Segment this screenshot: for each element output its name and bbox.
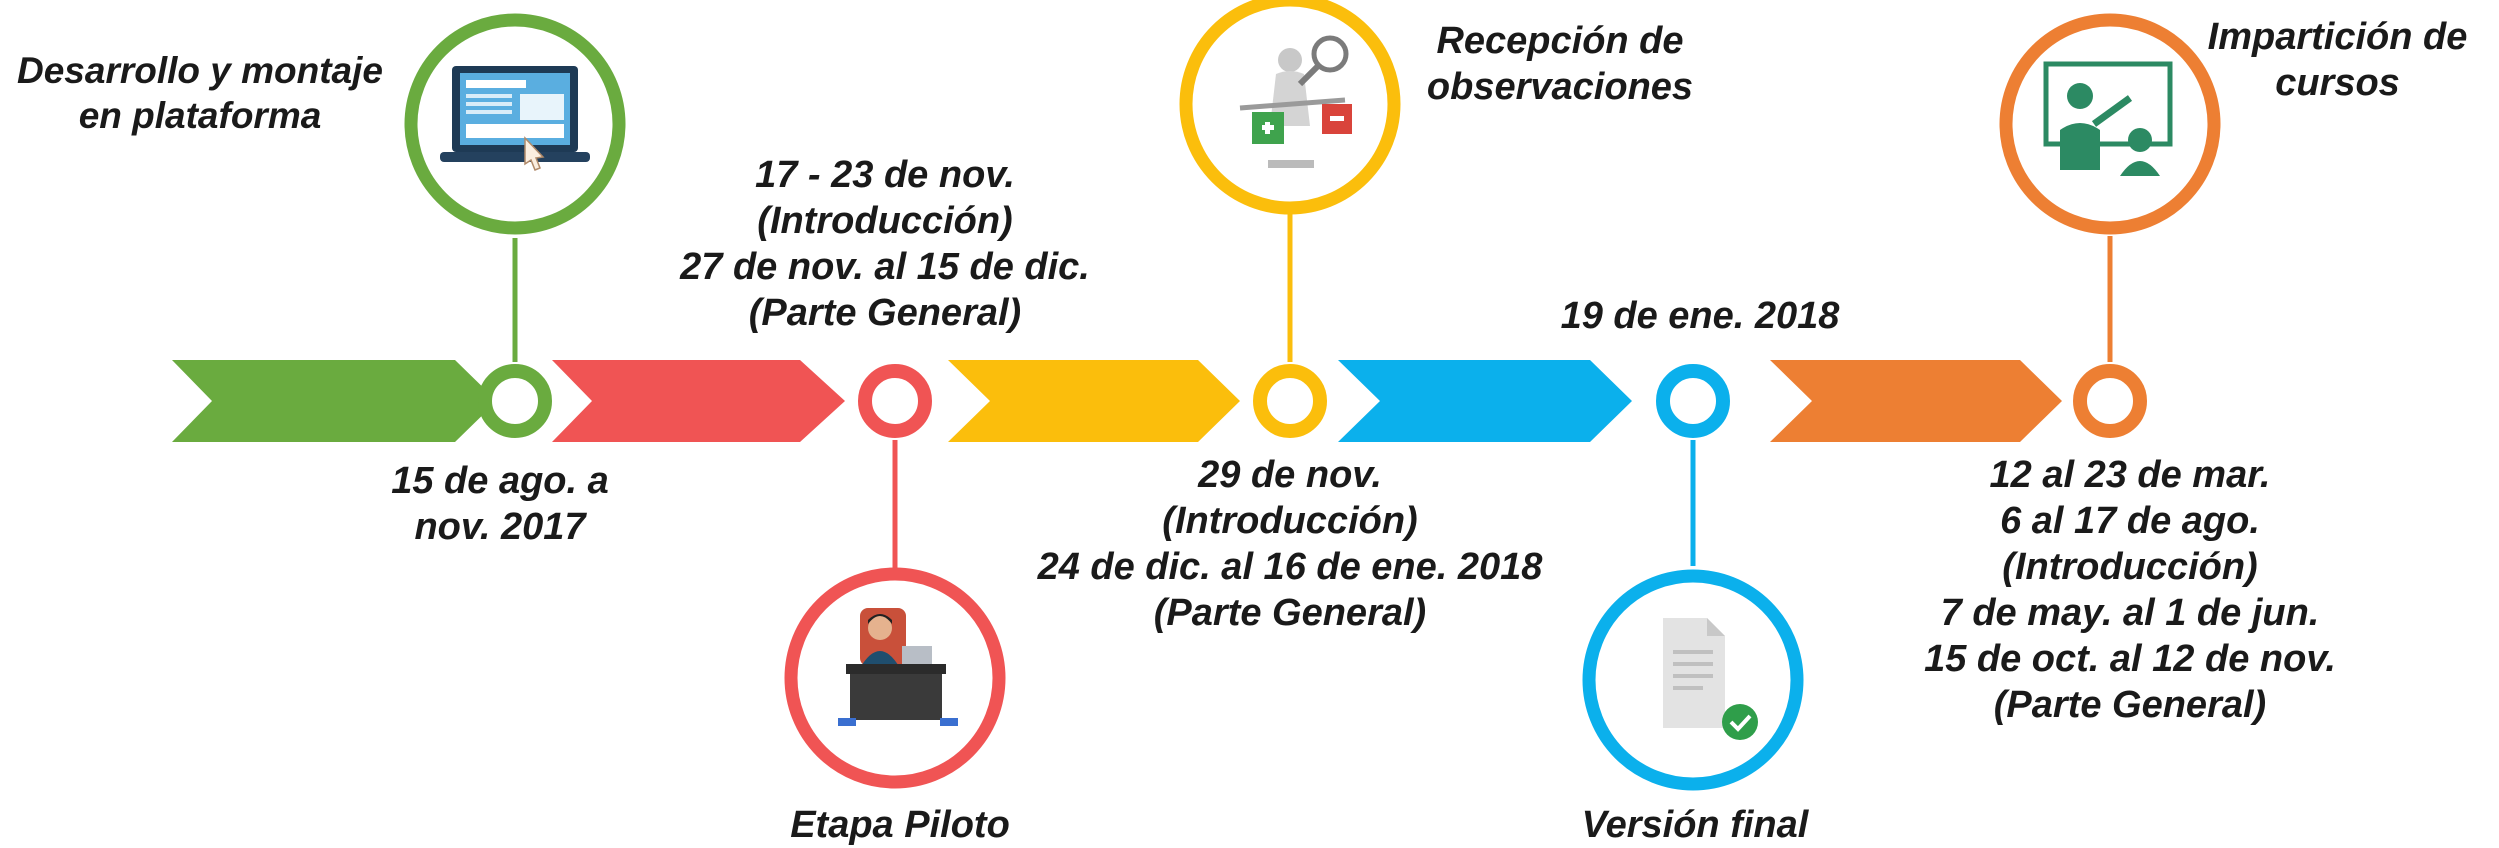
title-line: cursos xyxy=(2275,62,2400,104)
date-line: 15 de oct. al 12 de nov. xyxy=(1924,638,2336,680)
stage-dates: 17 - 23 de nov. (Introducción) 27 de nov… xyxy=(620,152,1150,336)
date-line: 6 al 17 de ago. xyxy=(2000,500,2260,542)
computer-screen-icon xyxy=(440,66,590,171)
title-line: Desarrollo y montaje xyxy=(16,50,383,91)
node-orange xyxy=(2073,364,2147,438)
title-line: Etapa Piloto xyxy=(790,804,1010,846)
date-line: (Introducción) xyxy=(1162,500,1418,542)
approved-document-icon xyxy=(1663,618,1758,740)
stage-title: Etapa Piloto xyxy=(700,802,1100,848)
teacher-board-icon xyxy=(2043,61,2173,176)
title-line: observaciones xyxy=(1426,66,1694,108)
date-line: 29 de nov. xyxy=(1198,454,1382,496)
date-line: (Introducción) xyxy=(2002,546,2258,588)
date-line: (Introducción) xyxy=(757,200,1013,242)
stage-dates: 19 de ene. 2018 xyxy=(1500,293,1900,339)
node-yellow xyxy=(1253,364,1327,438)
stage-title: Desarrollo y montaje en plataforma xyxy=(5,48,395,138)
arrow-blue xyxy=(1338,360,1632,442)
date-line: (Parte General) xyxy=(748,292,1022,334)
stage-title: Versión final xyxy=(1500,802,1890,848)
arrow-green xyxy=(172,360,497,442)
date-line: 24 de dic. al 16 de ene. 2018 xyxy=(1037,546,1543,588)
stage-dates: 29 de nov. (Introducción) 24 de dic. al … xyxy=(1010,452,1570,636)
title-line: Versión final xyxy=(1581,804,1809,846)
stage-dates: 12 al 23 de mar. 6 al 17 de ago. (Introd… xyxy=(1900,452,2360,728)
date-line: (Parte General) xyxy=(1153,592,1427,634)
node-red xyxy=(858,364,932,438)
arrow-red xyxy=(552,360,845,442)
date-line: 15 de ago. a xyxy=(391,460,609,502)
stage-dates: 15 de ago. a nov. 2017 xyxy=(320,458,680,550)
date-line: 7 de may. al 1 de jun. xyxy=(1940,592,2320,634)
date-line: 17 - 23 de nov. xyxy=(755,154,1015,196)
date-line: 12 al 23 de mar. xyxy=(1989,454,2271,496)
magnifier-pros-cons-icon xyxy=(1239,35,1352,168)
title-line: Impartición de xyxy=(2207,16,2468,58)
arrow-yellow xyxy=(948,360,1240,442)
node-green xyxy=(478,364,552,438)
node-blue xyxy=(1656,364,1730,438)
title-line: Recepción de xyxy=(1436,20,1684,62)
person-at-desk-icon xyxy=(838,608,958,726)
stage-title: Recepción de observaciones xyxy=(1400,18,1720,110)
date-line: nov. 2017 xyxy=(414,506,586,548)
date-line: (Parte General) xyxy=(1993,684,2267,726)
date-line: 27 de nov. al 15 de dic. xyxy=(680,246,1090,288)
date-line: 19 de ene. 2018 xyxy=(1560,295,1840,337)
title-line: en plataforma xyxy=(78,95,322,136)
stage-title: Impartición de cursos xyxy=(2180,14,2495,106)
arrow-orange xyxy=(1770,360,2062,442)
